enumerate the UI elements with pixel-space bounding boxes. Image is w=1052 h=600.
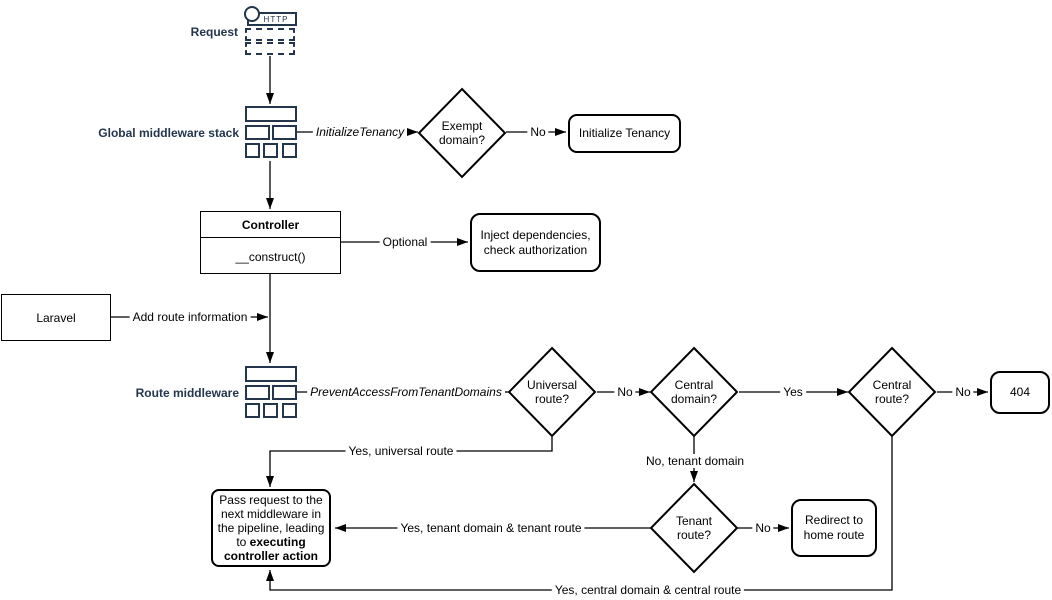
redirect-home-node: Redirect to home route — [791, 499, 877, 557]
universal-route-diamond — [507, 346, 597, 438]
edge-label-prevent-access: PreventAccessFromTenantDomains — [307, 385, 505, 399]
edge-label-central-domain-yes: Yes — [780, 385, 806, 399]
request-dashed-row-2 — [245, 42, 295, 55]
route-middleware-stack-icon — [245, 366, 297, 419]
request-circle-glyph — [244, 6, 260, 22]
stack-row-2b — [272, 125, 297, 140]
edge-label-universal-yes: Yes, universal route — [345, 444, 457, 458]
request-label: Request — [190, 25, 238, 39]
initialize-tenancy-node: Initialize Tenancy — [568, 114, 681, 153]
edge-label-tenant-yes: Yes, tenant domain & tenant route — [397, 521, 585, 535]
stack-row-2b — [272, 385, 297, 400]
edge-label-tenant-no: No — [752, 521, 774, 535]
controller-construct: __construct() — [235, 249, 306, 264]
stack-row-3a — [245, 143, 260, 158]
edge-label-central-route-yes: Yes, central domain & central route — [551, 583, 745, 597]
edge-label-initialize-tenancy: InitializeTenancy — [312, 125, 408, 139]
request-dashed-row-1 — [245, 28, 295, 41]
universal-route-label: Universal route? — [526, 378, 577, 406]
stack-row-3b — [263, 143, 278, 158]
404-node: 404 — [990, 371, 1050, 414]
stack-row-3c — [282, 403, 297, 418]
pass-request-text: Pass request to the next middleware in t… — [217, 493, 325, 549]
laravel-node: Laravel — [1, 294, 111, 341]
central-domain-diamond — [649, 346, 739, 438]
pass-request-textblock: Pass request to the next middleware in t… — [216, 493, 326, 563]
pass-request-node: Pass request to the next middleware in t… — [211, 489, 331, 567]
edge-label-universal-no: No — [614, 385, 636, 399]
pass-request-bold-text: executing controller action — [223, 535, 318, 563]
route-middleware-label: Route middleware — [135, 386, 239, 400]
stack-row-3a — [245, 403, 260, 418]
tenant-route-label: Tenant route? — [675, 514, 713, 542]
stack-row-2a — [245, 385, 270, 400]
edge-label-add-route-information: Add route information — [129, 310, 251, 324]
global-middleware-stack-label: Global middleware stack — [98, 126, 239, 140]
stack-row-1 — [245, 366, 297, 382]
edge-label-central-route-no: No — [952, 385, 974, 399]
exempt-domain-diamond — [417, 87, 507, 179]
http-request-icon: HTTP — [244, 6, 297, 56]
stack-row-1 — [245, 106, 297, 122]
stack-row-3c — [282, 143, 297, 158]
controller-node: Controller __construct() — [200, 211, 341, 274]
edge-label-exempt-no: No — [527, 125, 549, 139]
global-middleware-stack-icon — [245, 106, 297, 159]
edge-label-optional: Optional — [379, 235, 431, 249]
edge-label-no-tenant-domain: No, tenant domain — [642, 454, 748, 468]
inject-dependencies-node: Inject dependencies, check authorization — [470, 213, 601, 272]
central-route-diamond — [847, 346, 937, 438]
stack-row-2a — [245, 125, 270, 140]
controller-title: Controller — [201, 212, 340, 238]
central-route-label: Central route? — [872, 378, 912, 406]
exempt-domain-label: Exempt domain? — [438, 119, 486, 147]
tenant-route-diamond — [649, 482, 739, 574]
central-domain-label: Central domain? — [670, 378, 718, 406]
stack-row-3b — [263, 403, 278, 418]
